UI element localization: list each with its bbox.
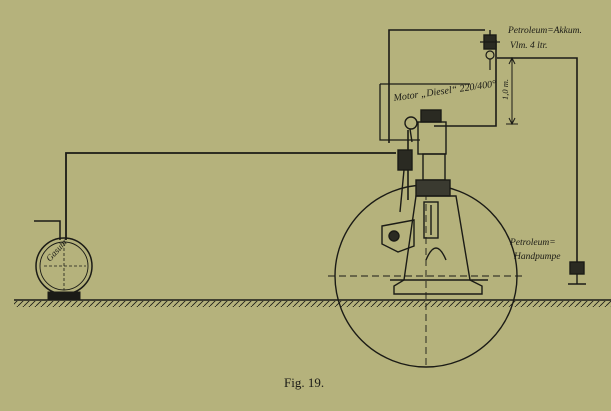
ground (14, 299, 611, 307)
gas-meter (34, 152, 396, 300)
figure-caption: Fig. 19. (284, 375, 324, 390)
pump-label-line2: Handpumpe (513, 252, 560, 262)
accumulator-label-line2: Vlm. 4 ltr. (510, 41, 547, 51)
motor-housing (379, 83, 470, 141)
petroleum-pipes (388, 29, 578, 262)
accumulator-label-line1: Petroleum=Akkum. (507, 26, 582, 36)
accumulator (480, 30, 500, 70)
height-dimension (506, 56, 518, 126)
motor-label: Motor „Diesel“ 220/400° (392, 79, 497, 104)
height-label: 1,0 m. (500, 79, 510, 100)
hand-pump (568, 261, 586, 285)
pump-label-line1: Petroleum= (509, 238, 556, 248)
flywheel (328, 182, 524, 368)
gas-meter-label: Gasuhr (44, 236, 70, 263)
engine-frame (381, 109, 488, 295)
